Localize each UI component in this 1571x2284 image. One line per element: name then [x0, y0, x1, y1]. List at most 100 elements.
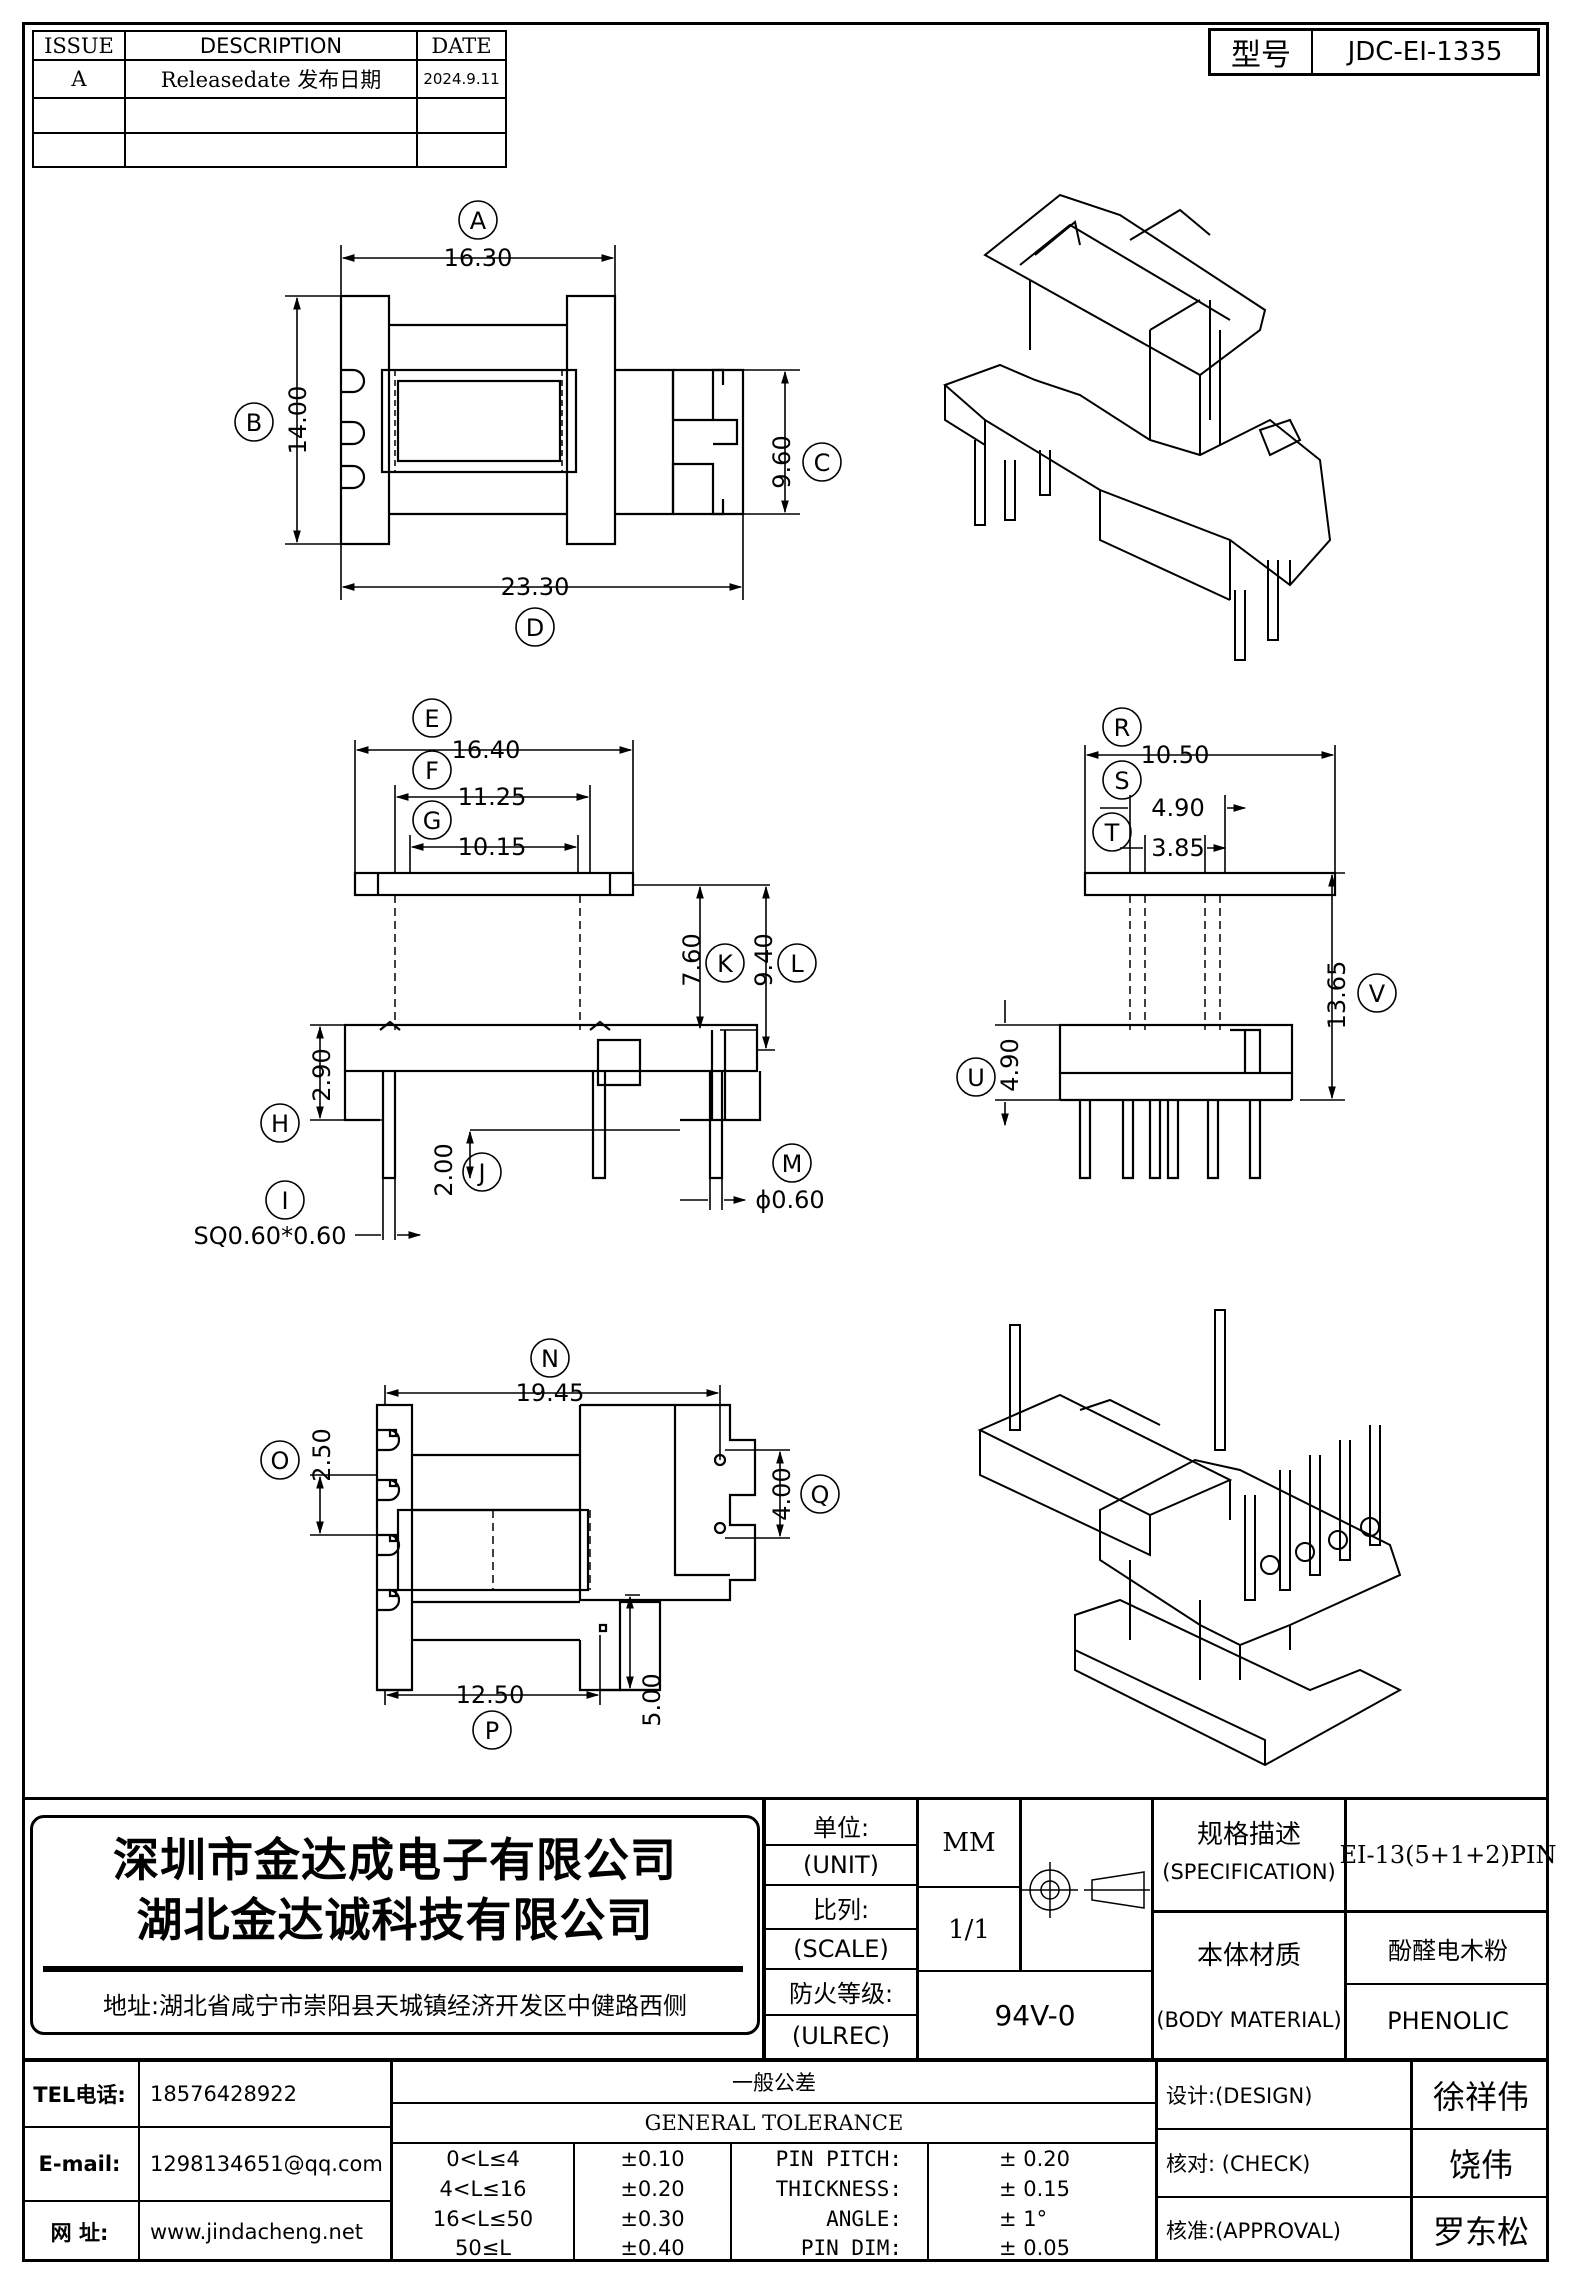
tol-range: 50≤L	[454, 2236, 512, 2260]
spec-label-en: (SPECIFICATION)	[1162, 1860, 1336, 1884]
dim-value-o: 2.50	[308, 1428, 336, 1481]
dim-letter-b: B	[246, 409, 262, 437]
ulrec-value: 94V-0	[919, 1970, 1151, 2058]
block-divider	[762, 1800, 766, 2062]
unit-label-en: (UNIT)	[766, 1844, 916, 1886]
check-signature: 饶伟	[1448, 2146, 1513, 2184]
isometric-view-bottom	[977, 1309, 1403, 1767]
side-view	[1058, 871, 1337, 1180]
dim-value-d: 23.30	[501, 573, 570, 601]
block-divider	[1158, 2128, 1549, 2130]
dim-value-h: 2.90	[308, 1048, 336, 1101]
dim-letter-k: K	[717, 950, 734, 978]
tol-item-name: PIN PITCH:	[775, 2147, 902, 2171]
bottom-view-dimensions	[260, 1338, 840, 1750]
unit-value: MM	[942, 1828, 996, 1858]
tel-label: TEL电话:	[33, 2083, 126, 2107]
tol-item-value: ± 0.05	[999, 2236, 1071, 2260]
dim-value-u: 4.90	[996, 1038, 1024, 1091]
block-divider	[1344, 1800, 1347, 2062]
dim-letter-e: E	[424, 705, 439, 733]
drawing-frame	[22, 22, 1549, 2262]
ulrec-label: 防火等级:	[788, 1979, 894, 2008]
tol-value: ±0.30	[620, 2207, 685, 2231]
dim-value-i: SQ0.60*0.60	[194, 1222, 347, 1250]
dim-value-p: 12.50	[456, 1681, 525, 1709]
tol-value: ±0.40	[620, 2236, 685, 2260]
model-box: 型号 JDC-EI-1335	[1208, 28, 1540, 76]
dim-letter-p: P	[485, 1717, 499, 1745]
web-value[interactable]: www.jindacheng.net	[150, 2220, 364, 2244]
block-divider	[22, 2058, 1549, 2062]
rev-empty-cell	[416, 132, 507, 168]
title-block: 深圳市金达成电子有限公司 湖北金达诚科技有限公司 地址:湖北省咸宁市崇阳县天城镇…	[22, 1797, 1557, 2265]
dim-letter-a: A	[470, 207, 487, 235]
company-box: 深圳市金达成电子有限公司 湖北金达诚科技有限公司 地址:湖北省咸宁市崇阳县天城镇…	[30, 1815, 760, 2035]
tol-item-value: ± 0.20	[999, 2147, 1071, 2171]
dim-letter-v: V	[1369, 980, 1386, 1008]
tel-value: 18576428922	[150, 2082, 297, 2106]
scale-value: 1/1	[919, 1886, 1019, 1972]
approval-signature: 罗东松	[1432, 2213, 1529, 2251]
block-divider	[393, 2142, 1155, 2144]
tol-range: 4<L≤16	[439, 2177, 527, 2201]
dim-value-g: 10.15	[458, 833, 527, 861]
tolerance-title-en: GENERAL TOLERANCE	[644, 2111, 904, 2135]
tol-item-name: ANGLE:	[826, 2207, 902, 2231]
front-view	[343, 871, 762, 1180]
spec-label: 规格描述	[1196, 1819, 1301, 1850]
tol-item-name: THICKNESS:	[775, 2177, 902, 2201]
dim-value-f: 11.25	[458, 783, 527, 811]
tolerance-title-cn: 一般公差	[732, 2071, 816, 2095]
block-divider	[390, 2062, 393, 2262]
dim-value-s: 4.90	[1151, 794, 1204, 822]
block-divider	[927, 2144, 929, 2262]
block-divider	[1410, 2062, 1413, 2262]
side-view-dimensions	[956, 707, 1397, 1125]
tol-item-value: ± 1°	[999, 2207, 1048, 2231]
dim-letter-f: F	[425, 757, 439, 785]
block-divider	[1019, 1800, 1022, 1970]
dim-value-t: 3.85	[1151, 834, 1204, 862]
check-label: 核对: (CHECK)	[1166, 2152, 1311, 2176]
dim-value-e: 16.40	[452, 736, 521, 764]
dim-letter-r: R	[1114, 714, 1131, 742]
material-value-cn: 酚醛电木粉	[1388, 1936, 1508, 1965]
dim-letter-c: C	[814, 449, 831, 477]
spec-value: EI-13(5+1+2)PIN	[1339, 1841, 1557, 1869]
dim-value-v: 13.65	[1323, 961, 1351, 1030]
block-divider	[916, 1800, 919, 2062]
block-divider	[22, 2200, 390, 2202]
block-divider	[1155, 2062, 1158, 2262]
dim-letter-d: D	[526, 614, 544, 642]
dim-letter-q: Q	[811, 1481, 830, 1509]
block-divider	[1154, 1910, 1549, 1913]
top-view	[339, 294, 745, 546]
company-name-1: 深圳市金达成电子有限公司	[113, 1833, 677, 1887]
tol-item-name: PIN DIM:	[800, 2236, 902, 2260]
scale-label: 比列:	[812, 1895, 870, 1924]
model-label: 型号	[1211, 31, 1313, 73]
dim-letter-g: G	[423, 807, 442, 835]
dim-letter-l: L	[790, 950, 804, 978]
dim-letter-u: U	[967, 1064, 985, 1092]
block-divider	[393, 2102, 1155, 2104]
dim-value-a: 16.30	[444, 244, 513, 272]
block-divider	[1158, 2196, 1549, 2198]
company-name-2: 湖北金达诚科技有限公司	[136, 1893, 654, 1947]
front-view-dimensions	[260, 698, 817, 1240]
dim-value-n: 19.45	[516, 1379, 585, 1407]
ulrec-label-en: (ULREC)	[766, 2014, 916, 2056]
projection-symbol	[1022, 1862, 1150, 1918]
dimension-labels: A 16.30 B 14.00 C 9.60 D 23.30 E 16.40 F…	[194, 207, 1386, 1745]
dim-value-k: 7.60	[678, 933, 706, 986]
unit-label: 单位:	[812, 1813, 870, 1842]
email-label: E-mail:	[38, 2152, 121, 2176]
tol-item-value: ± 0.15	[999, 2177, 1071, 2201]
dim-letter-j: J	[476, 1159, 485, 1187]
block-divider	[1151, 1800, 1154, 2062]
web-label: 网 址:	[50, 2221, 109, 2245]
design-signature: 徐祥伟	[1432, 2078, 1529, 2116]
tol-range: 0<L≤4	[446, 2147, 520, 2171]
scale-label-en: (SCALE)	[766, 1928, 916, 1970]
